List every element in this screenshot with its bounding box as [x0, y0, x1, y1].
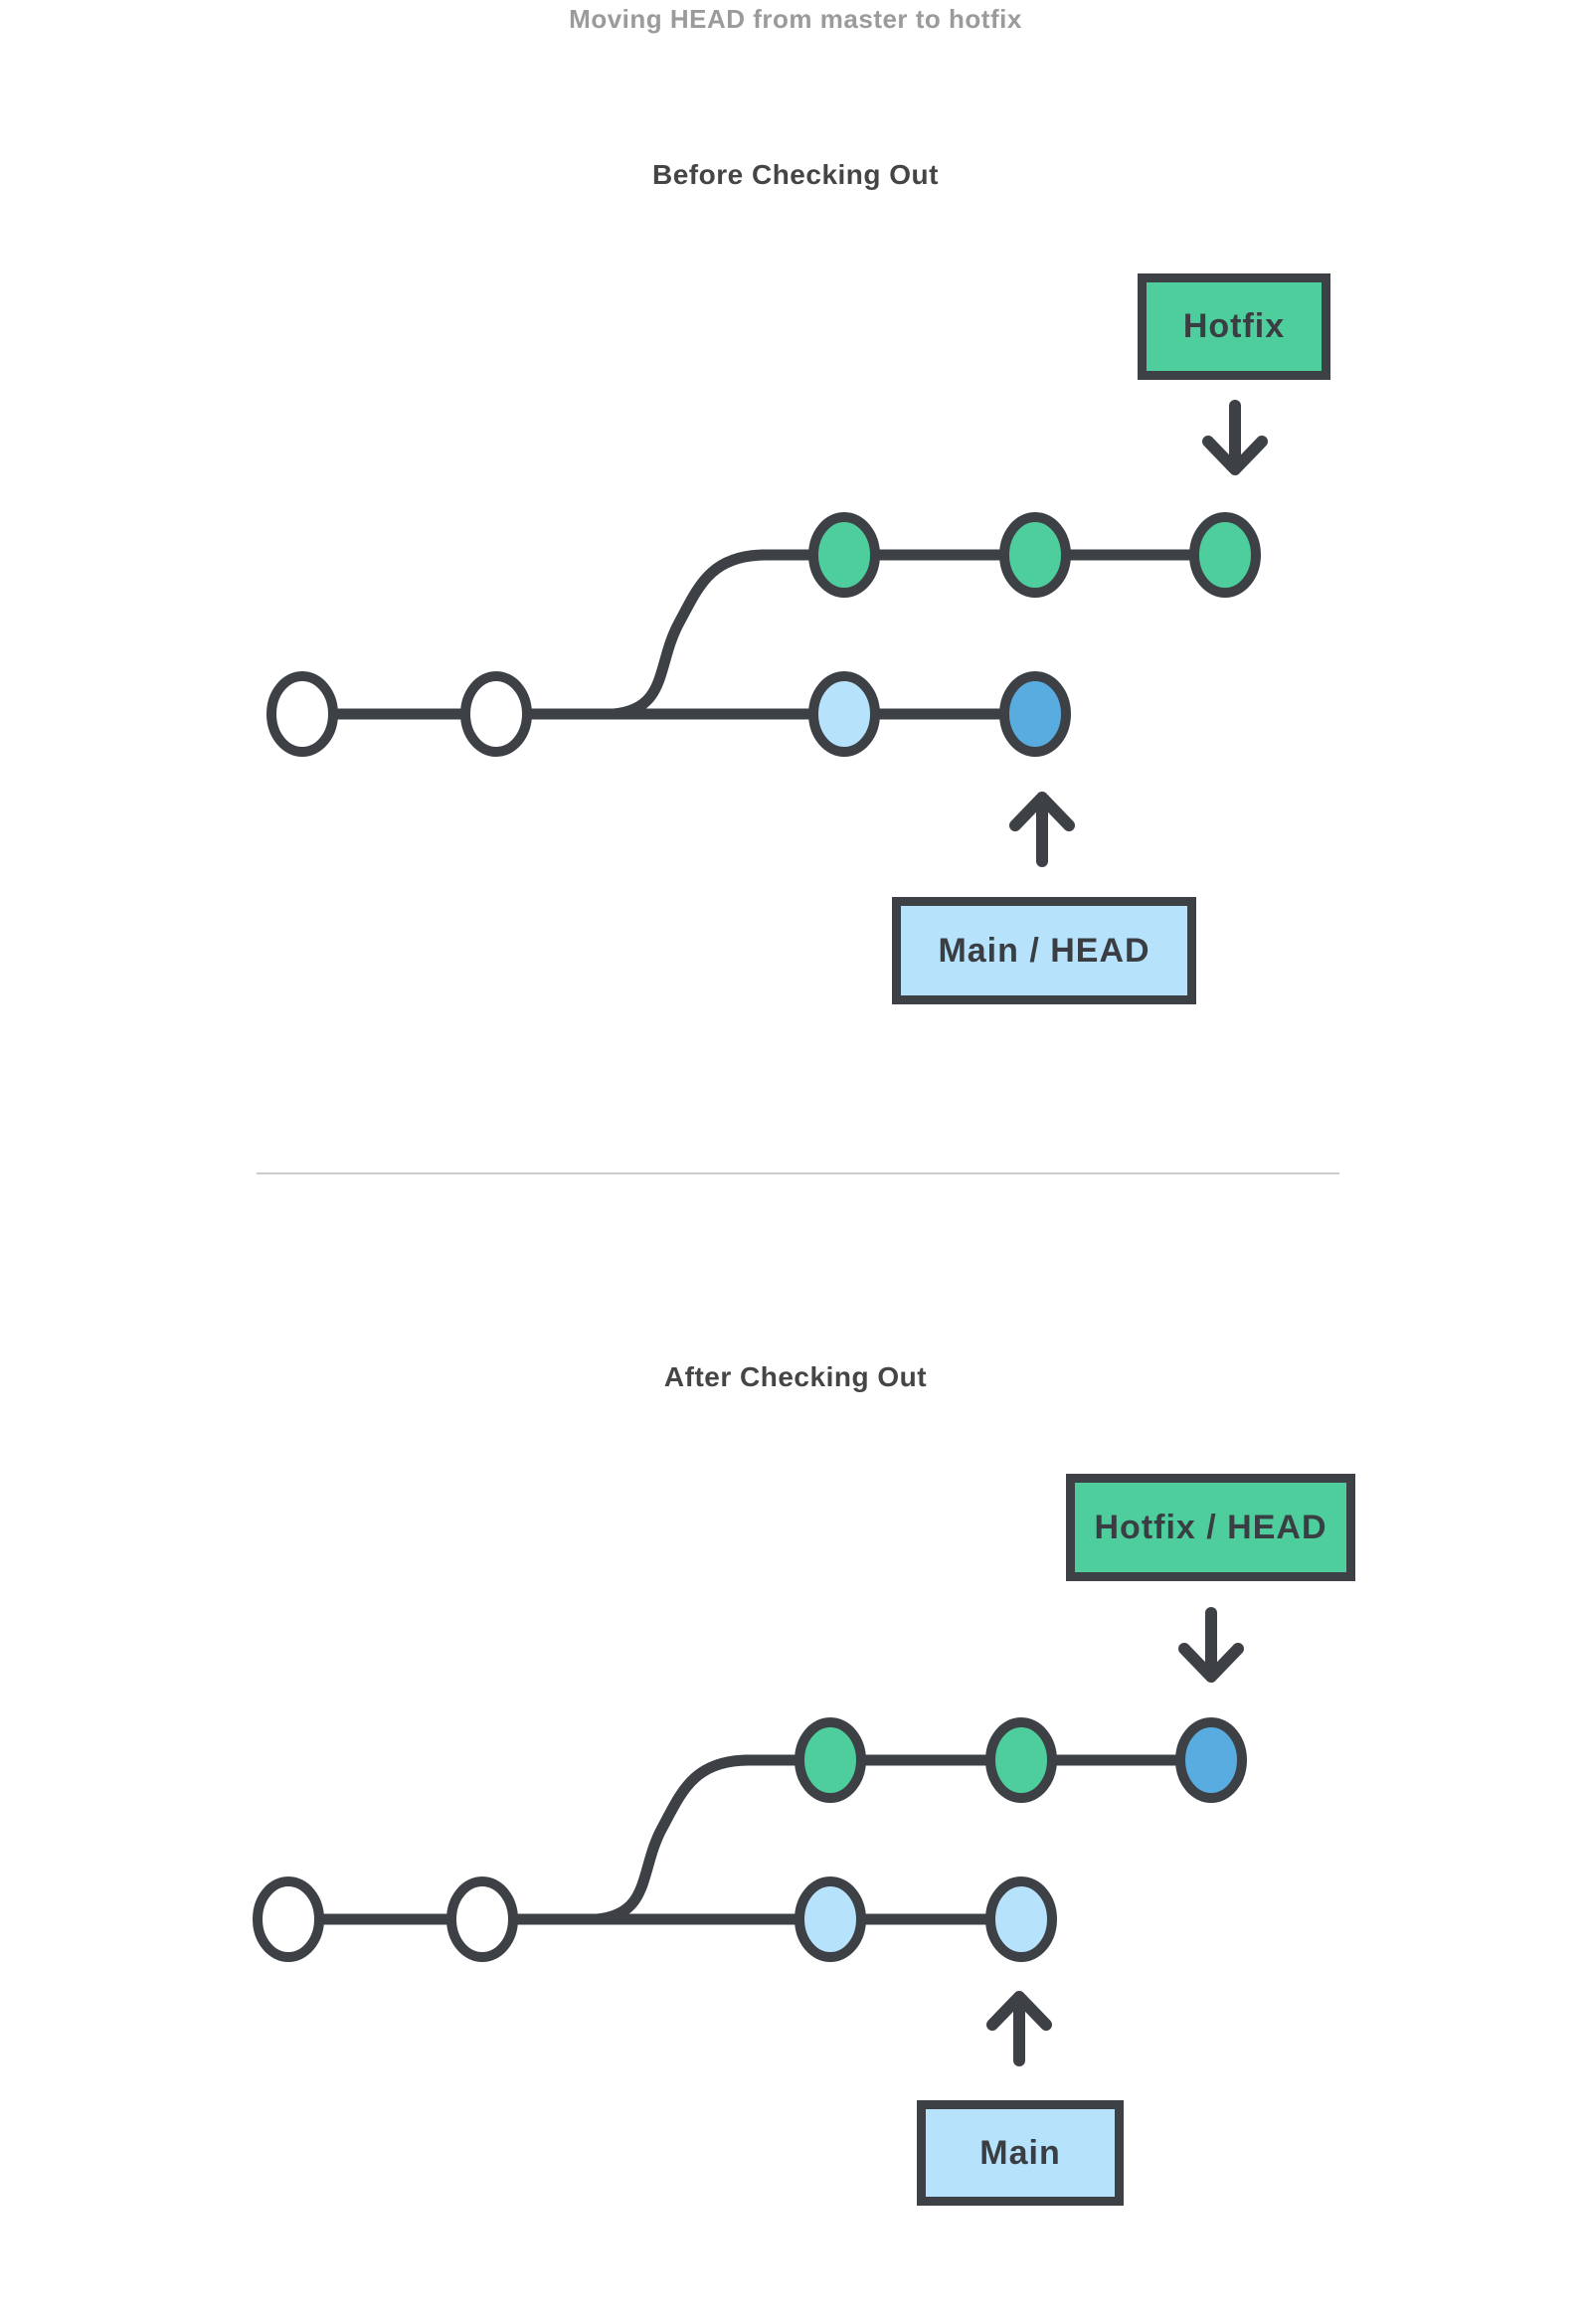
hotfix-head-label-text: Hotfix / HEAD	[1094, 1508, 1327, 1546]
arrow-up-icon	[986, 1991, 1052, 2066]
commit-node	[808, 671, 880, 757]
page-title: Moving HEAD from master to hotfix	[569, 4, 1022, 34]
arrow-down-icon	[1178, 1607, 1244, 1683]
before-heading: Before Checking Out	[652, 159, 939, 190]
commit-node	[446, 1877, 518, 1962]
commit-node	[1189, 512, 1261, 598]
commit-node	[808, 512, 880, 598]
commit-node	[985, 1717, 1057, 1803]
commit-node	[795, 1717, 866, 1803]
section-divider	[257, 1172, 1339, 1174]
commit-node-head	[1175, 1717, 1247, 1803]
commit-node	[460, 671, 532, 757]
hotfix-branch-label: Hotfix	[1138, 273, 1330, 380]
main-branch-label: Main	[917, 2100, 1124, 2206]
commit-node	[985, 1877, 1057, 1962]
branch-fork-curve	[608, 549, 772, 720]
before-graph	[266, 400, 1268, 867]
commit-node	[795, 1877, 866, 1962]
commit-node	[253, 1877, 324, 1962]
main-branch-label-text: Main	[979, 2133, 1061, 2172]
after-graph	[253, 1607, 1247, 2066]
commit-node	[266, 671, 338, 757]
main-head-label-text: Main / HEAD	[938, 931, 1150, 970]
main-head-label: Main / HEAD	[892, 897, 1196, 1004]
commit-node	[999, 512, 1071, 598]
after-heading: After Checking Out	[663, 1361, 928, 1392]
arrow-up-icon	[1009, 792, 1075, 867]
commit-node-head	[999, 671, 1071, 757]
arrow-down-icon	[1202, 400, 1268, 475]
hotfix-head-label: Hotfix / HEAD	[1066, 1474, 1355, 1581]
hotfix-branch-label-text: Hotfix	[1182, 307, 1286, 345]
branch-fork-curve	[591, 1754, 755, 1925]
